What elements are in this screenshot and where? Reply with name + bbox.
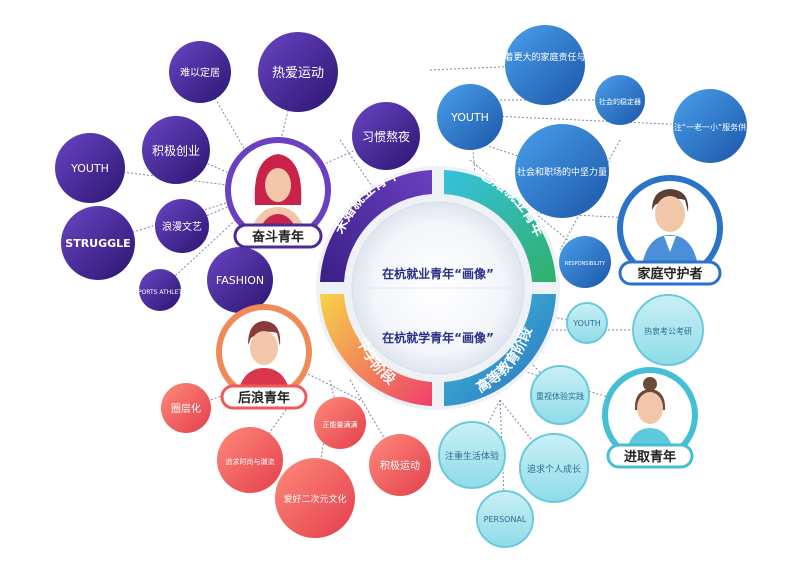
center-bottom-label: 在杭就学青年“画像” [382, 330, 494, 345]
bubble-struggle: STRUGGLE [61, 206, 135, 280]
bubble-positive-energy: 正能量满满 [314, 397, 366, 449]
bubble-elder-child-care: 关注“一老一小”服务供给 [666, 89, 754, 163]
svg-text:YOUTH: YOUTH [70, 162, 109, 175]
bubble-reai-yundong: 热爱运动 [258, 32, 338, 112]
bubble-youth-blue: YOUTH [437, 84, 503, 150]
svg-text:关注“一老一小”服务供给: 关注“一老一小”服务供给 [666, 122, 754, 132]
svg-text:RESPONSIBILITY: RESPONSIBILITY [565, 261, 606, 267]
persona-houlang: 后浪青年 [216, 304, 312, 410]
svg-text:重视体验实践: 重视体验实践 [536, 391, 584, 401]
svg-text:热爱运动: 热爱运动 [272, 66, 324, 81]
teal-cluster: YOUTH 热衷考公考研 重视体验实践 注重生活体验 追求个人成长 PERSON… [438, 294, 704, 548]
svg-text:积极创业: 积极创业 [152, 144, 200, 158]
bubble-personal: PERSONAL [476, 490, 534, 548]
male-avatar-icon [642, 189, 698, 265]
bubble-fashion-trend: 追求时尚与潮流 [217, 427, 283, 493]
svg-text:社会的稳定器: 社会的稳定器 [599, 97, 641, 106]
bubble-civil-exam: 热衷考公考研 [632, 294, 704, 366]
persona-jinqu: 进取青年 [602, 367, 698, 469]
bubble-backbone: 社会和职场的中坚力量 [515, 124, 609, 218]
ring-segment-middle [320, 294, 432, 406]
bubble-fashion: FASHION [207, 247, 273, 313]
svg-text:STRUGGLE: STRUGGLE [65, 237, 130, 250]
svg-text:注重生活体验: 注重生活体验 [445, 450, 499, 462]
svg-text:浪漫文艺: 浪漫文艺 [162, 220, 202, 233]
persona-label-fendou: 奋斗青年 [251, 229, 304, 245]
bubble-youth-purple: YOUTH [55, 133, 125, 203]
ring-segment-unmarried [320, 170, 432, 282]
svg-text:YOUTH: YOUTH [572, 319, 601, 328]
ring-segment-married [444, 170, 556, 282]
svg-text:热衷考公考研: 热衷考公考研 [644, 326, 692, 336]
svg-text:社会和职场的中坚力量: 社会和职场的中坚力量 [517, 166, 607, 178]
bubble-jiji-chuangye: 积极创业 [142, 116, 210, 184]
svg-text:FASHION: FASHION [216, 274, 264, 287]
svg-text:SPORTS ATHLETE: SPORTS ATHLETE [134, 289, 186, 296]
persona-jiating: 家庭守护者 [617, 175, 723, 286]
svg-text:难以定居: 难以定居 [180, 66, 220, 79]
ring-segment-higher [444, 294, 556, 406]
bubble-langman-wenyi: 浪漫文艺 [155, 199, 209, 253]
blue-cluster: 承担着更大的家庭责任与压力 社会的稳定器 关注“一老一小”服务供给 YOUTH … [437, 25, 754, 288]
svg-text:YOUTH: YOUTH [450, 111, 489, 124]
svg-text:正能量满满: 正能量满满 [323, 420, 358, 429]
svg-text:习惯熬夜: 习惯熬夜 [362, 129, 410, 144]
svg-text:PERSONAL: PERSONAL [484, 515, 527, 524]
purple-cluster: 难以定居 热爱运动 习惯熬夜 积极创业 YOUTH 浪漫文艺 STRUGGLE [55, 32, 420, 313]
bubble-nanyi-dingju: 难以定居 [169, 41, 231, 103]
svg-text:追求个人成长: 追求个人成长 [527, 463, 581, 475]
bubble-responsibility: RESPONSIBILITY [559, 236, 611, 288]
bubble-family-pressure: 承担着更大的家庭责任与压力 [486, 25, 604, 105]
persona-label-jiating: 家庭守护者 [637, 266, 702, 282]
center-top-label: 在杭就业青年“画像” [382, 266, 494, 281]
bubble-youth-teal: YOUTH [566, 302, 608, 344]
persona-fendou: 奋斗青年 [225, 137, 331, 249]
center-ring: 在杭就业青年“画像” 在杭就学青年“画像” 未婚就业青年 已婚就业青年 中学阶段… [316, 165, 560, 410]
svg-text:积极运动: 积极运动 [380, 459, 420, 472]
bubble-quancenghua: 圈层化 [161, 383, 211, 433]
svg-text:承担着更大的家庭责任与压力: 承担着更大的家庭责任与压力 [486, 51, 603, 63]
persona-label-houlang: 后浪青年 [238, 390, 290, 406]
bubble-xiguan-aoye: 习惯熬夜 [352, 102, 420, 170]
bubble-practice: 重视体验实践 [530, 365, 590, 425]
bubble-personal-growth: 追求个人成长 [519, 433, 589, 503]
svg-text:圈层化: 圈层化 [171, 402, 201, 415]
svg-text:爱好二次元文化: 爱好二次元文化 [283, 493, 346, 505]
bubble-life-experience: 注重生活体验 [438, 421, 506, 489]
svg-text:追求时尚与潮流: 追求时尚与潮流 [226, 457, 275, 466]
bubble-stabilizer: 社会的稳定器 [595, 75, 645, 125]
bubble-active-sport: 积极运动 [369, 434, 431, 496]
persona-label-jinqu: 进取青年 [624, 449, 676, 465]
bubble-sports-athlete: SPORTS ATHLETE [134, 269, 186, 311]
bubble-acg-culture: 爱好二次元文化 [275, 458, 355, 538]
red-cluster: 圈层化 追求时尚与潮流 正能量满满 爱好二次元文化 积极运动 [161, 383, 431, 538]
